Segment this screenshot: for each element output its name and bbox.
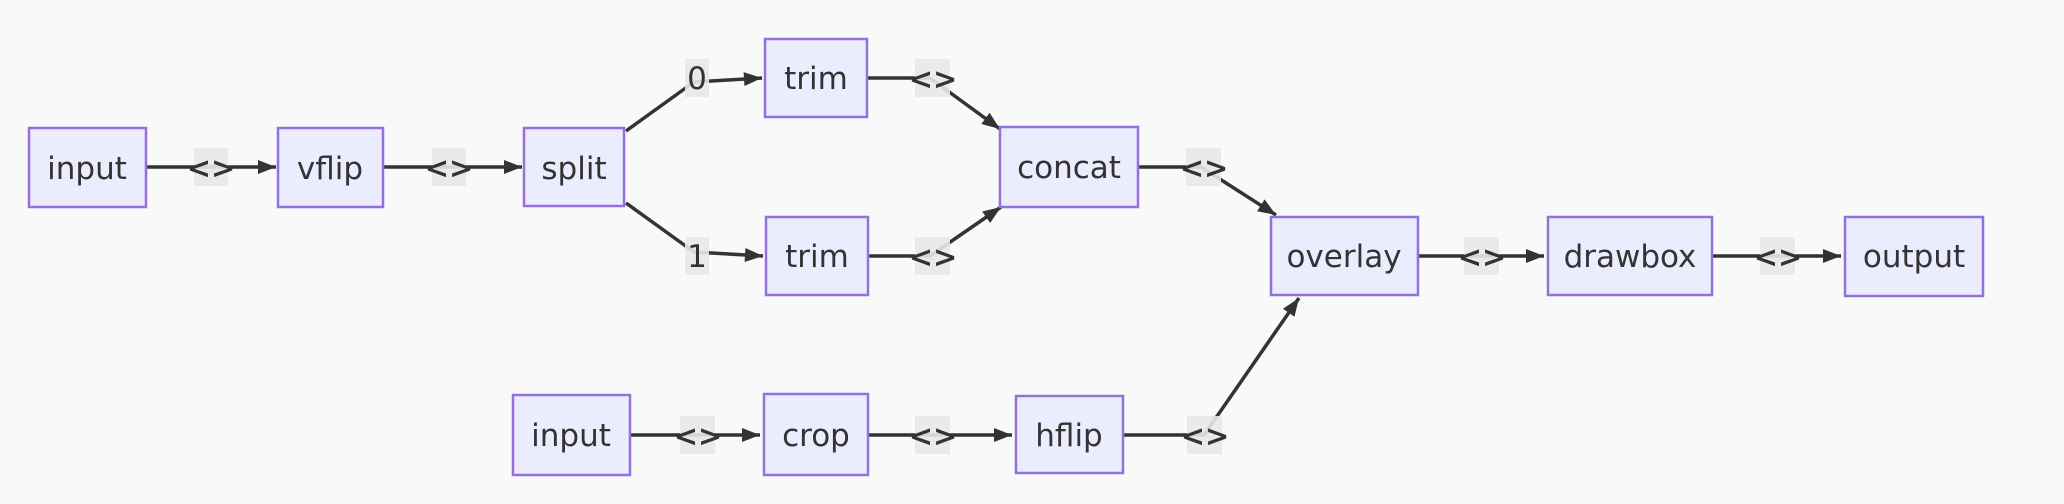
edge-label-bg (915, 59, 950, 97)
edge-label-bg (680, 416, 715, 454)
node-trim1: trim (764, 215, 870, 297)
edge-label-split-trim1: 1 (685, 237, 709, 275)
edge-label-concat-overlay: <> (1180, 148, 1229, 186)
edge-label-layer: <> <> 0 1 <> <> <> <> (187, 59, 1803, 454)
node-vflip: vflip (276, 126, 385, 209)
edge-label-text: <> (674, 419, 723, 453)
node-concat: concat (998, 125, 1140, 209)
node-input2-box (511, 393, 632, 477)
node-vflip-label: vflip (297, 151, 363, 187)
edge-label-text: 1 (687, 239, 707, 275)
edge-label-text: <> (1754, 240, 1803, 274)
edge-label-bg (194, 148, 228, 186)
edge-label-text: <> (909, 240, 958, 274)
node-crop-label: crop (782, 418, 850, 454)
edge-label-text: <> (187, 151, 236, 185)
edge-label-bg (685, 237, 709, 275)
node-hflip-box (1014, 394, 1125, 475)
node-overlay-label: overlay (1286, 239, 1401, 275)
edge-label-drawbox-output: <> (1754, 237, 1803, 275)
edge-label-bg (1760, 237, 1795, 275)
edge-label-crop-hflip: <> (909, 416, 958, 454)
node-input1-box (27, 126, 148, 209)
node-split: split (522, 126, 626, 208)
edge-label-overlay-drawbox: <> (1458, 237, 1507, 275)
edge-label-trim0-concat: <> (909, 59, 958, 97)
node-drawbox-label: drawbox (1564, 239, 1697, 275)
node-drawbox: drawbox (1546, 215, 1714, 297)
edge-label-bg (432, 148, 466, 186)
edge-label-text: <> (1181, 419, 1230, 453)
edge-label-bg (1186, 148, 1221, 186)
edge-label-text: <> (909, 419, 958, 453)
node-trim0-label: trim (784, 61, 848, 97)
node-split-box (522, 126, 626, 208)
node-vflip-box (276, 126, 385, 209)
node-input2-label: input (531, 418, 611, 454)
edge-label-text: <> (425, 151, 474, 185)
node-overlay: overlay (1269, 215, 1420, 297)
node-hflip: hflip (1014, 394, 1125, 475)
node-trim0: trim (763, 37, 869, 119)
node-trim0-box (763, 37, 869, 119)
node-trim1-label: trim (785, 239, 849, 275)
node-crop: crop (762, 392, 870, 477)
node-overlay-box (1269, 215, 1420, 297)
edge-label-bg (1187, 416, 1222, 454)
edge-label-text: 0 (687, 61, 707, 97)
node-crop-box (762, 392, 870, 477)
edge-label-bg (685, 59, 709, 97)
node-output-label: output (1863, 239, 1965, 275)
edge-label-text: <> (1458, 240, 1507, 274)
node-input1: input (27, 126, 148, 209)
edge-label-input1-vflip: <> (187, 148, 236, 186)
edge-label-bg (1464, 237, 1499, 275)
edge-label-trim1-concat: <> (909, 237, 958, 275)
edge-label-split-trim0: 0 (685, 59, 709, 97)
edge-label-text: <> (1180, 151, 1229, 185)
node-input1-label: input (47, 151, 127, 187)
edge-label-vflip-split: <> (425, 148, 474, 186)
edge-label-text: <> (909, 62, 958, 96)
node-output-box (1843, 215, 1985, 298)
node-split-label: split (541, 151, 606, 187)
node-drawbox-box (1546, 215, 1714, 297)
edge-label-bg (915, 237, 950, 275)
edge-label-bg (915, 416, 950, 454)
node-trim1-box (764, 215, 870, 297)
edge-hflip-overlay (1123, 297, 1301, 437)
node-concat-box (998, 125, 1140, 209)
node-input2: input (511, 393, 632, 477)
node-output: output (1843, 215, 1985, 298)
edge-label-input2-crop: <> (674, 416, 723, 454)
node-layer: input vflip split trim trim concat overl… (27, 37, 1985, 477)
node-hflip-label: hflip (1035, 418, 1102, 454)
node-concat-label: concat (1017, 150, 1121, 186)
edge-label-hflip-overlay: <> (1181, 416, 1230, 454)
